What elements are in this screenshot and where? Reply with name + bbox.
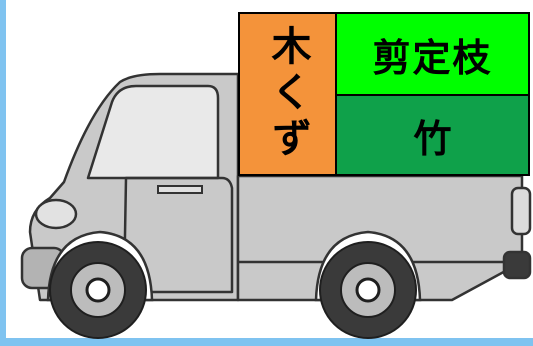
headlight bbox=[34, 198, 78, 230]
rear-wheel bbox=[319, 241, 417, 339]
cargo-wood-chips: 木くず bbox=[238, 12, 337, 176]
page-border-left bbox=[0, 0, 6, 346]
cab-door bbox=[122, 176, 234, 294]
cargo-wood-chips-label: 木くず bbox=[264, 25, 311, 163]
cargo-bamboo: 竹 bbox=[335, 94, 530, 176]
rear-bumper bbox=[502, 250, 532, 280]
rear-light bbox=[510, 186, 532, 236]
cab-window bbox=[86, 84, 220, 180]
cargo-bamboo-label: 竹 bbox=[413, 116, 452, 161]
cargo-pruned-branches-label: 剪定枝 bbox=[372, 35, 493, 80]
cargo-pruned-branches: 剪定枝 bbox=[335, 12, 530, 96]
front-wheel bbox=[49, 241, 147, 339]
page-border-bottom bbox=[0, 338, 533, 346]
door-handle bbox=[157, 185, 203, 194]
